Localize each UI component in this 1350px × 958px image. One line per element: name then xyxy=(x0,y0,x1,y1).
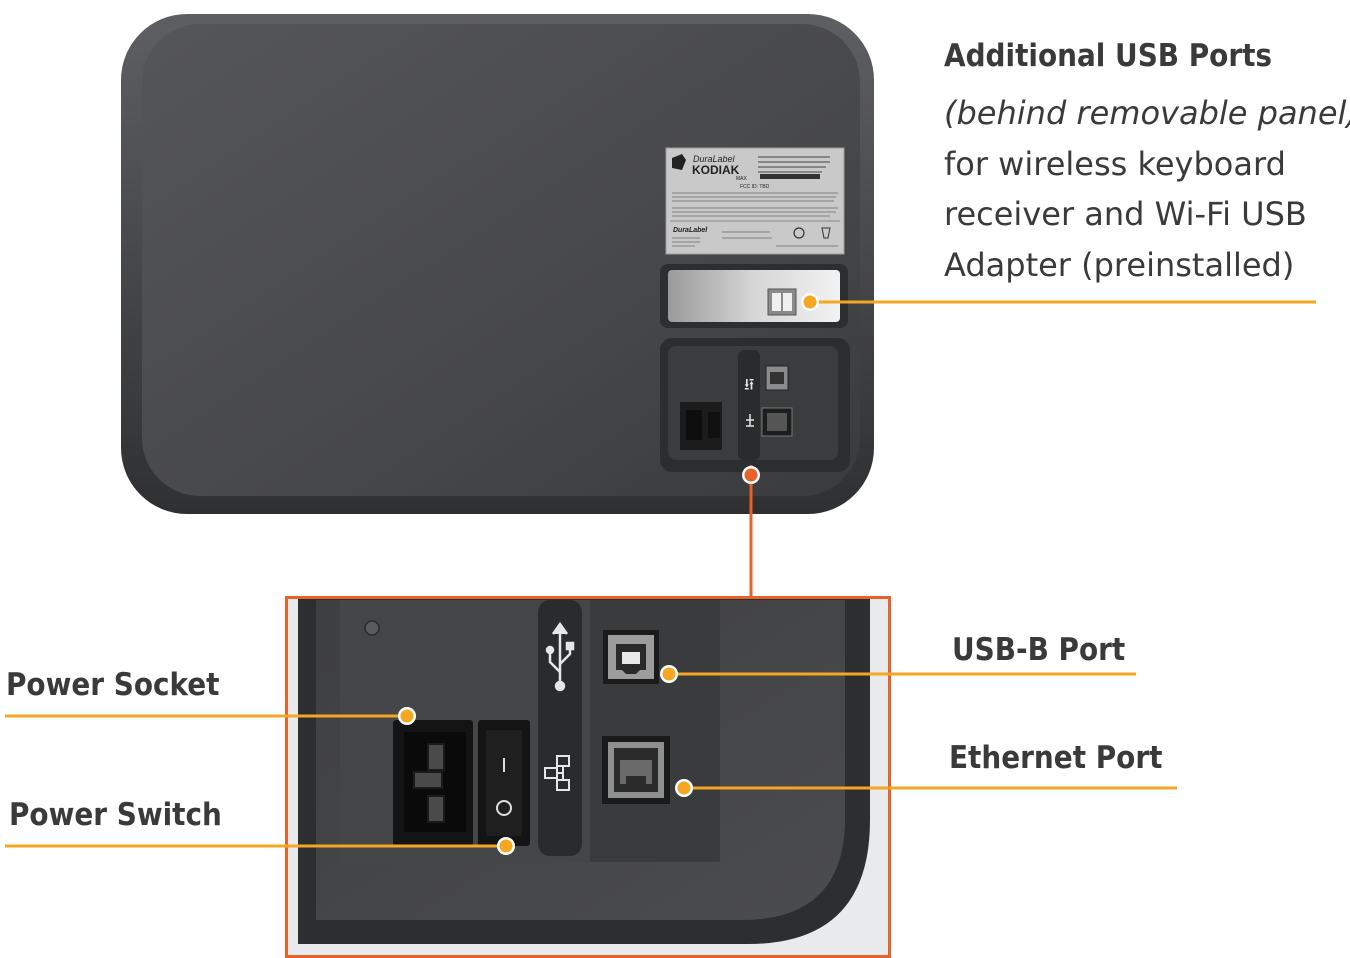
additional-usb-line-1: for wireless keyboard xyxy=(944,144,1286,183)
bear-logo-icon xyxy=(672,154,686,170)
removable-panel xyxy=(660,264,848,328)
ce-mark-icon xyxy=(793,227,805,239)
usb-b-port-label: USB-B Port xyxy=(952,632,1126,668)
additional-usb-title: Additional USB Ports xyxy=(944,38,1273,74)
label-brand-small: DuraLabel xyxy=(673,227,708,234)
label-variant: MAX xyxy=(736,176,748,182)
label-model: KODIAK xyxy=(692,163,740,177)
zoom-inset xyxy=(286,598,890,956)
label-brand: DuraLabel xyxy=(693,154,736,164)
screw-icon xyxy=(364,620,380,636)
barcode xyxy=(760,174,820,179)
usb-b-port xyxy=(603,630,659,684)
power-switch-icon xyxy=(478,720,530,846)
additional-usb-line-2: receiver and Wi-Fi USB xyxy=(944,195,1307,233)
io-bay-small: ⭿ xyxy=(660,338,850,472)
power-switch-label: Power Switch xyxy=(9,797,222,833)
zoom-frame xyxy=(285,596,891,958)
network-icon-small xyxy=(746,414,754,427)
usb-icon-small: ⭿ xyxy=(744,375,754,394)
network-icon xyxy=(544,755,570,791)
rating-label: DuraLabel KODIAK MAX FCC ID: TBD Dura xyxy=(665,147,845,255)
ethernet-port-label: Ethernet Port xyxy=(949,740,1163,776)
icon-strip xyxy=(538,600,582,856)
callout-lines xyxy=(5,293,1316,855)
weee-bin-icon xyxy=(821,227,831,239)
label-fcc: FCC ID: TBD xyxy=(740,184,770,190)
power-socket xyxy=(393,720,473,846)
additional-usb-description: (behind removable panel) for wireless ke… xyxy=(944,88,1350,290)
power-socket-label: Power Socket xyxy=(6,667,220,703)
usb-icon xyxy=(545,621,575,692)
additional-usb-line-3: Adapter (preinstalled) xyxy=(944,245,1295,284)
additional-usb-note: (behind removable panel) xyxy=(944,94,1350,132)
ethernet-port xyxy=(602,736,670,804)
printer-rear-view: DuraLabel KODIAK MAX FCC ID: TBD Dura xyxy=(121,14,874,514)
